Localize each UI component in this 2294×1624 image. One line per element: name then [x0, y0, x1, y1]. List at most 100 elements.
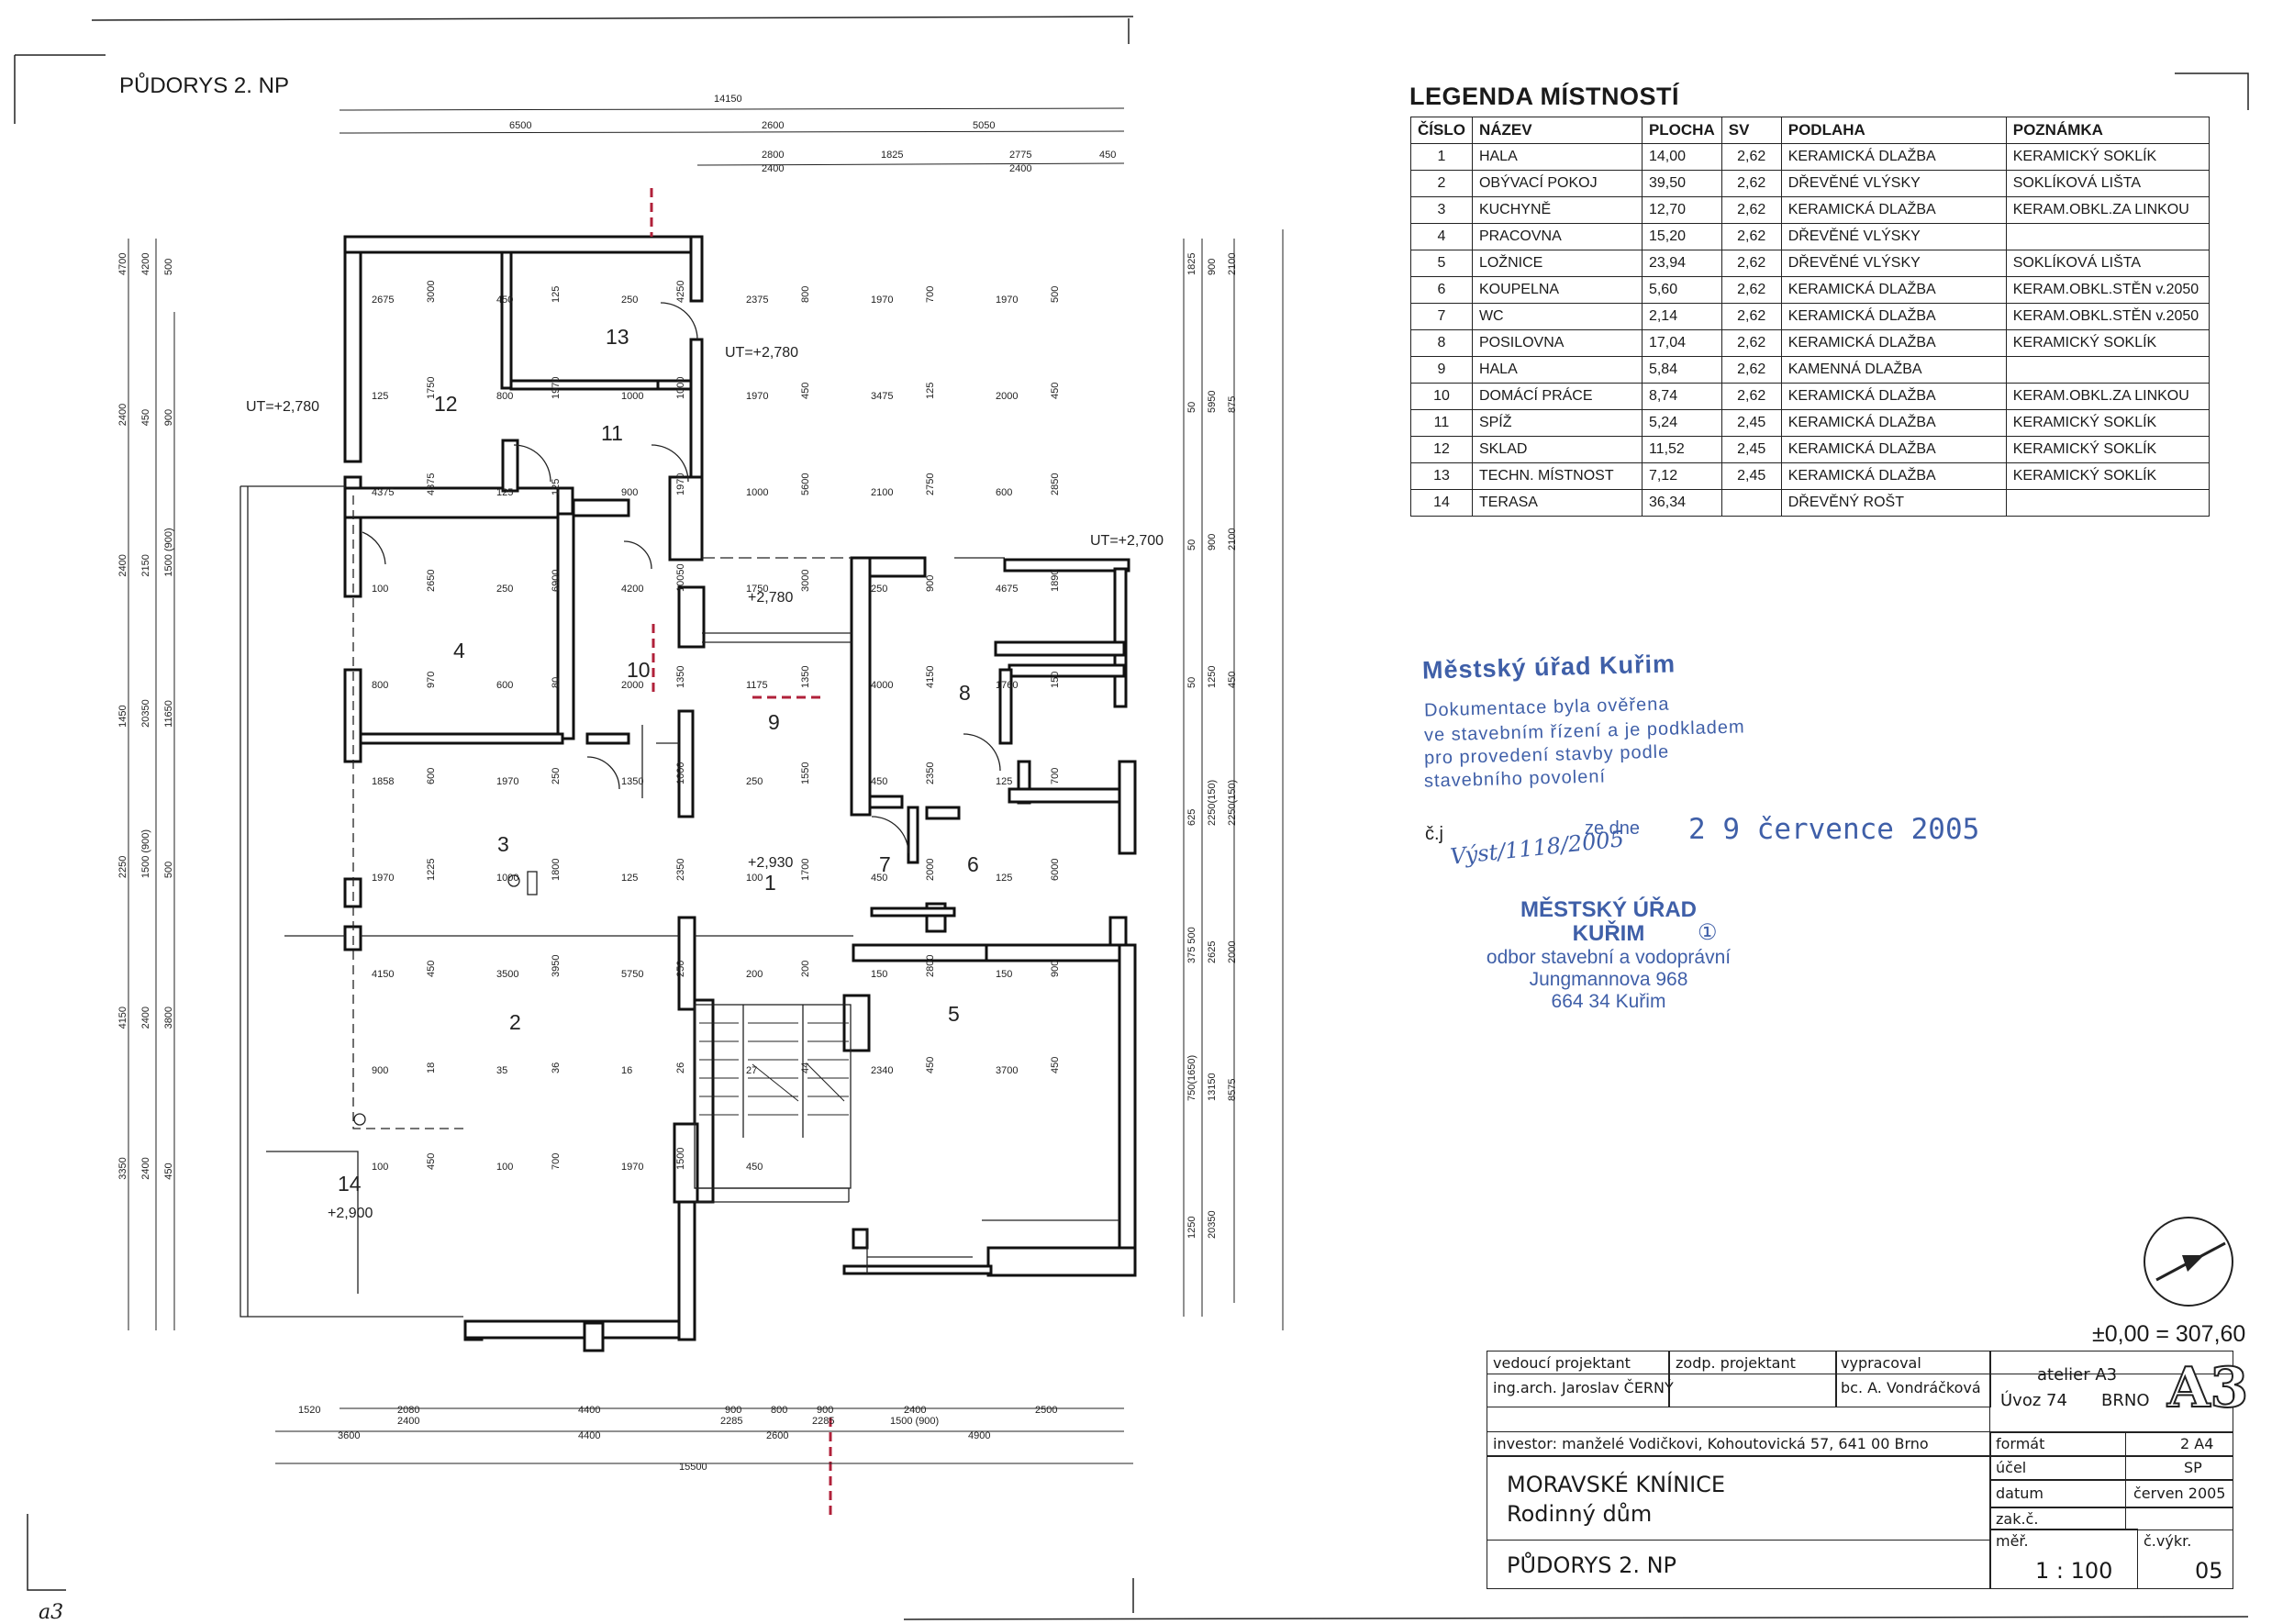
legend-cell: SOKLÍKOVÁ LIŠTA — [2005, 170, 2210, 197]
legend-cell: KERAMICKÁ DLAŽBA — [1780, 196, 2007, 224]
legend-cell: 2,45 — [1720, 409, 1782, 437]
dimension-label: 450 — [1050, 1057, 1061, 1073]
dimension-label: 150 — [871, 969, 887, 980]
level-mark: +2,900 — [328, 1206, 373, 1221]
dimension-label: 200 — [800, 961, 811, 977]
legend-cell: SKLAD — [1471, 436, 1643, 463]
legend-cell — [1720, 489, 1782, 517]
dimension-label: 500 — [163, 259, 174, 275]
dimension-label: 1350 — [675, 666, 686, 688]
legend-cell: KERAMICKÝ SOKLÍK — [2005, 462, 2210, 490]
dimension-label: 250 — [675, 961, 686, 977]
legend-cell: KUCHYNĚ — [1471, 196, 1643, 224]
dimension-label: 2250(150) — [1207, 780, 1218, 826]
dimension-label: 900 — [725, 1405, 741, 1416]
dimension-label: 2375 — [746, 295, 768, 306]
room-number: 10 — [627, 658, 651, 682]
dimension-label: 1250 — [1207, 666, 1218, 688]
legend-cell: KERAM.OBKL.STĚN v.2050 — [2005, 303, 2210, 330]
dimension-label: 10050 — [675, 563, 686, 592]
dimension-label: 2800 — [925, 955, 936, 977]
tb-vedouci-label: vedoucí projektant — [1493, 1354, 1631, 1372]
level-mark: UT=+2,780 — [246, 399, 319, 415]
legend-cell: KERAMICKÁ DLAŽBA — [1780, 143, 2007, 171]
legend-cell: 2,62 — [1720, 276, 1782, 304]
legend-cell: WC — [1471, 303, 1643, 330]
dimension-label: 450 — [800, 383, 811, 399]
room-legend-table: ČÍSLO NÁZEV PLOCHA SV PODLAHA POZNÁMKA 1… — [1410, 117, 2210, 517]
dimension-label: 4200 — [621, 584, 643, 595]
dimension-label: 14150 — [714, 94, 742, 105]
dimension-label: 35 — [496, 1065, 507, 1076]
dimension-label: 20350 — [1207, 1210, 1218, 1239]
legend-cell: KERAMICKÝ SOKLÍK — [2005, 329, 2210, 357]
tb-vypracoval-value: bc. A. Vondráčková — [1841, 1379, 1981, 1396]
dimension-label: 6500 — [509, 120, 531, 131]
legend-cell: 2,62 — [1720, 196, 1782, 224]
dimension-label: 1450 — [117, 705, 128, 727]
dimension-label: 2000 — [925, 859, 936, 881]
legend-cell: 1 — [1410, 143, 1473, 171]
dimension-label: 700 — [551, 1153, 562, 1170]
dimension-label: 2100 — [871, 487, 893, 498]
dimension-label: 50 — [1186, 539, 1197, 551]
legend-header-row: ČÍSLO NÁZEV PLOCHA SV PODLAHA POZNÁMKA — [1410, 117, 2210, 144]
dimension-label: 36 — [551, 1062, 562, 1073]
dimension-label: 3950 — [551, 955, 562, 977]
dimension-label: 700 — [925, 286, 936, 303]
dimension-label: 1858 — [372, 776, 394, 787]
dimension-label: 450 — [925, 1057, 936, 1073]
round-stamp-mark: ① — [1698, 920, 1718, 945]
legend-cell: TERASA — [1471, 489, 1643, 517]
dimension-label: 1825 — [881, 150, 903, 161]
dimension-label: 3800 — [163, 1007, 174, 1029]
dimension-label: 44 — [800, 1062, 811, 1073]
col-cislo: ČÍSLO — [1410, 117, 1473, 144]
dimension-label: 3475 — [871, 391, 893, 402]
dimension-label: 4900 — [968, 1430, 990, 1441]
legend-cell: 36,34 — [1641, 489, 1722, 517]
dimension-label: 900 — [372, 1065, 388, 1076]
legend-cell: 3 — [1410, 196, 1473, 224]
dimension-label: 3000 — [800, 570, 811, 592]
legend-cell: 5,84 — [1641, 356, 1722, 384]
dimension-label: 1350 — [800, 666, 811, 688]
legend-cell: KERAMICKÁ DLAŽBA — [1780, 383, 2007, 410]
dimension-label: 50 — [1186, 402, 1197, 413]
dimension-label: 1175 — [746, 680, 768, 691]
dimension-label: 1550 — [800, 762, 811, 784]
dimension-label: 1225 — [426, 859, 437, 881]
room-number: 7 — [879, 852, 891, 876]
room-number: 9 — [768, 710, 780, 734]
dimension-label: 5950 — [1207, 391, 1218, 413]
round-stamp-line: Jungmannova 968 — [1529, 969, 1688, 990]
legend-cell: DŘEVĚNÉ VLÝSKY — [1780, 223, 2007, 250]
tb-firm-city: BRNO — [2101, 1391, 2150, 1410]
dimension-label: 2350 — [675, 859, 686, 881]
dimension-label: 450 — [1050, 383, 1061, 399]
tb-vedouci-value: ing.arch. Jaroslav ČERNÝ — [1493, 1379, 1674, 1396]
room-number: 12 — [434, 392, 458, 416]
legend-cell: 2,62 — [1720, 383, 1782, 410]
room-number: 13 — [606, 325, 629, 349]
dimension-label: 2400 — [904, 1405, 926, 1416]
dimension-label: 2250 — [117, 856, 128, 878]
legend-cell: KOUPELNA — [1471, 276, 1643, 304]
dimension-label: 450 — [746, 1162, 763, 1173]
level-mark: +2,930 — [748, 855, 793, 871]
dimension-label: 500 — [1050, 286, 1061, 303]
dimension-label: 1890 — [1050, 570, 1061, 592]
legend-cell: SPÍŽ — [1471, 409, 1643, 437]
dimension-label: 4150 — [925, 666, 936, 688]
legend-cell: 2 — [1410, 170, 1473, 197]
dimension-label: 100 — [496, 1162, 513, 1173]
legend-cell: KERAM.OBKL.ZA LINKOU — [2005, 383, 2210, 410]
legend-cell — [2005, 223, 2210, 250]
dimension-label: 2400 — [1009, 163, 1031, 174]
room-number: 5 — [948, 1002, 960, 1026]
